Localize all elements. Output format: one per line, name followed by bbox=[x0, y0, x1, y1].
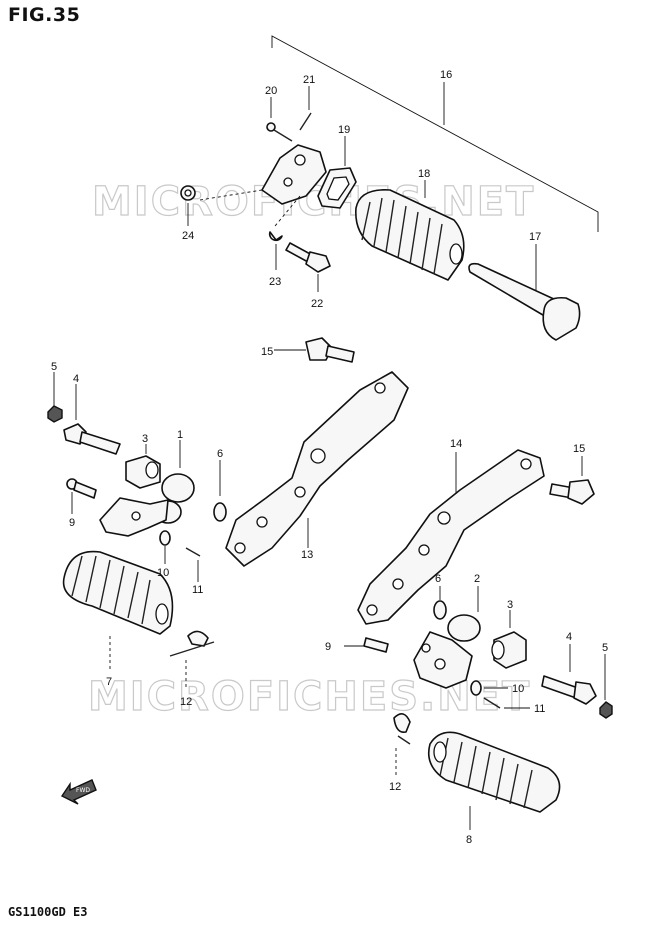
callout-14: 14 bbox=[450, 438, 462, 450]
callout-17: 17 bbox=[529, 231, 541, 243]
part-6-washer-left bbox=[213, 460, 227, 522]
callout-21: 21 bbox=[303, 74, 315, 86]
part-14-right-bracket bbox=[357, 449, 545, 625]
part-9-bolt-right bbox=[344, 637, 389, 653]
part-23-washer bbox=[268, 231, 283, 270]
callout-18: 18 bbox=[418, 168, 430, 180]
part-10-washer-left bbox=[159, 530, 171, 564]
callout-9-right: 9 bbox=[325, 641, 331, 653]
part-22-bolt bbox=[285, 242, 331, 292]
part-15-bolt-upper bbox=[274, 337, 355, 363]
part-6-washer-right bbox=[433, 586, 447, 620]
callout-16: 16 bbox=[440, 69, 452, 81]
callout-4-left: 4 bbox=[73, 373, 79, 385]
assembly-bracket-16 bbox=[271, 35, 599, 232]
part-18-footrest-rubber bbox=[355, 180, 465, 281]
callout-15-upper: 15 bbox=[261, 346, 273, 358]
part-3-collar-right bbox=[491, 610, 527, 669]
part-5-nut-right bbox=[599, 654, 613, 719]
part-4-bolt-left bbox=[63, 384, 121, 455]
callout-5-right: 5 bbox=[602, 642, 608, 654]
part-12-clip-left bbox=[169, 630, 215, 690]
callout-8: 8 bbox=[466, 834, 472, 846]
part-19-gasket bbox=[317, 136, 357, 209]
callout-4-right: 4 bbox=[566, 631, 572, 643]
figure-title: FIG.35 bbox=[8, 4, 81, 26]
callout-11-right: 11 bbox=[534, 703, 545, 715]
callout-3-right: 3 bbox=[507, 599, 513, 611]
callout-6-left: 6 bbox=[217, 448, 223, 460]
part-17-footrest-peg bbox=[468, 244, 581, 341]
callout-1: 1 bbox=[177, 429, 183, 441]
part-5-nut-left bbox=[47, 372, 63, 423]
callout-5-left: 5 bbox=[51, 361, 57, 373]
callout-11-left: 11 bbox=[192, 584, 203, 596]
callout-2: 2 bbox=[474, 573, 480, 585]
part-11-pin-right bbox=[483, 697, 530, 709]
part-24-nut bbox=[180, 185, 196, 226]
part-13-left-bracket bbox=[225, 371, 409, 567]
callout-22: 22 bbox=[311, 298, 323, 310]
part-12-clip-right bbox=[393, 713, 411, 776]
callout-19: 19 bbox=[338, 124, 350, 136]
callout-20: 20 bbox=[265, 85, 277, 97]
part-left-footrest-bracket bbox=[99, 497, 169, 537]
callout-3-left: 3 bbox=[142, 433, 148, 445]
part-11-pin-left bbox=[185, 547, 201, 582]
part-4-bolt-right bbox=[541, 644, 597, 705]
model-code: GS1100GD E3 bbox=[8, 905, 88, 919]
callout-15-right: 15 bbox=[573, 443, 585, 455]
fwd-label: FWD bbox=[76, 787, 90, 794]
callout-13: 13 bbox=[301, 549, 313, 561]
part-upper-bracket bbox=[199, 144, 327, 227]
part-21-pin bbox=[299, 86, 312, 131]
callout-7: 7 bbox=[106, 676, 112, 688]
part-20-bolt bbox=[266, 97, 293, 142]
part-2-hinge-right bbox=[413, 586, 481, 689]
part-9-bolt-left bbox=[66, 478, 97, 514]
callout-12-left: 12 bbox=[180, 696, 192, 708]
part-15-bolt-right bbox=[549, 456, 595, 505]
callout-10-left: 10 bbox=[157, 567, 169, 579]
part-10-washer-right bbox=[470, 680, 508, 696]
callout-12-right: 12 bbox=[389, 781, 401, 793]
part-8-footrest-rubber-right bbox=[427, 731, 561, 830]
fwd-arrow-icon: FWD bbox=[60, 779, 97, 805]
part-7-footrest-rubber-left bbox=[62, 550, 174, 670]
callout-6-right: 6 bbox=[435, 573, 441, 585]
callout-10-right: 10 bbox=[512, 683, 524, 695]
callout-24: 24 bbox=[182, 230, 194, 242]
callout-23: 23 bbox=[269, 276, 281, 288]
part-3-collar-left bbox=[125, 444, 161, 489]
callout-9-left: 9 bbox=[69, 517, 75, 529]
